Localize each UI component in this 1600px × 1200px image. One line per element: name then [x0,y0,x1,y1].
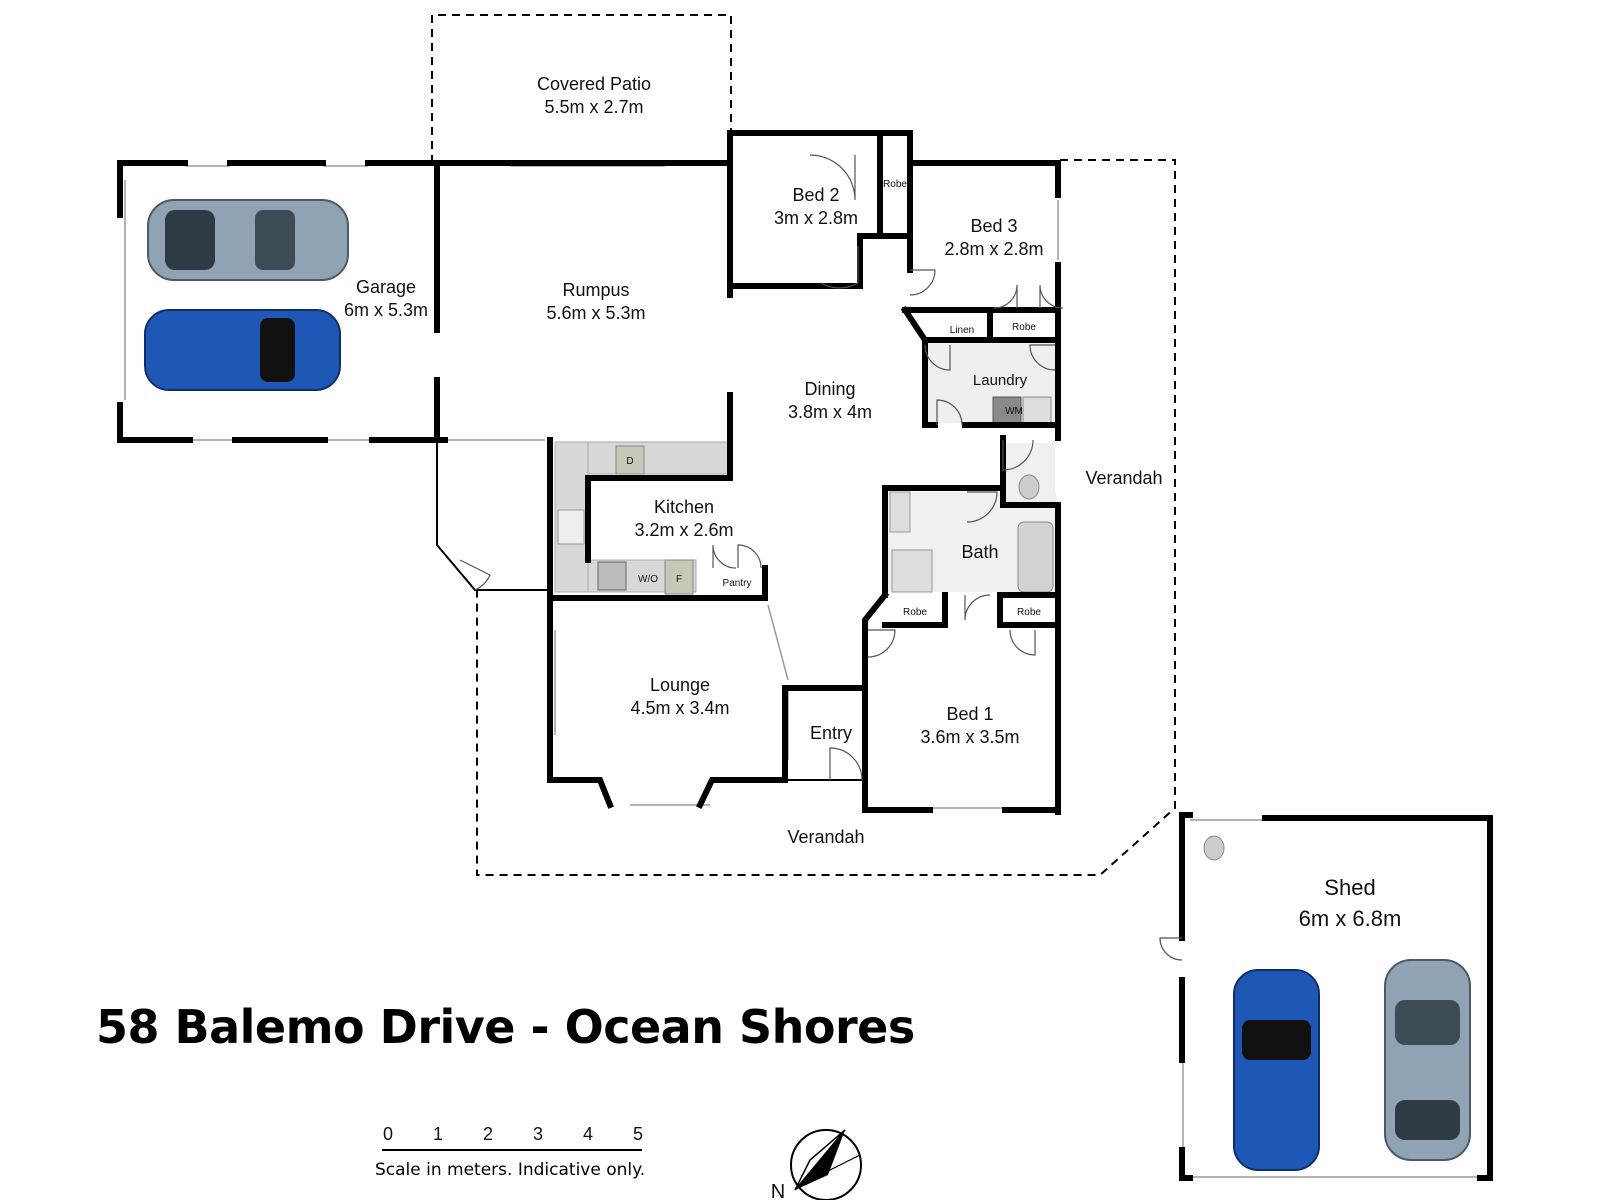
car-garage-blue [144,309,341,391]
robe-label-bed3: Robe [1012,322,1036,333]
verandah-outline [476,159,1176,876]
room-name-garage: Garage [356,277,416,297]
toilet-icon [1018,474,1040,500]
room-dim-rumpus: 5.6m x 5.3m [546,303,645,323]
room-dim-bed2: 3m x 2.8m [774,208,858,228]
fridge-icon [664,559,694,595]
fixture-labels: Robe Linen Robe WM W/O F D Pantry Robe R… [626,179,1041,618]
dishwasher-icon [615,445,645,475]
scale-tick-2: 2 [483,1124,493,1144]
room-dim-dining: 3.8m x 4m [788,402,872,422]
linen-label: Linen [950,325,974,336]
robe-label-bed1-right: Robe [1017,607,1041,618]
room-name-lounge: Lounge [650,675,710,695]
walls [117,130,1493,1181]
room-dim-covered-patio: 5.5m x 2.7m [544,97,643,117]
bathtub-icon [1017,521,1054,593]
room-dim-bed3: 2.8m x 2.8m [944,239,1043,259]
sink-icon [557,509,585,545]
room-name-bath: Bath [961,542,998,562]
room-name-dining: Dining [804,379,855,399]
covered-patio-outline [431,14,732,163]
doors [459,154,1183,961]
room-name-entry: Entry [810,723,852,743]
robe-label-bed1-left: Robe [903,607,927,618]
car-shed-grey [1384,959,1471,1161]
verandah-label-bottom: Verandah [787,827,864,847]
robe-label-bed2: Robe [883,179,907,190]
scale-caption: Scale in meters. Indicative only. [375,1160,646,1180]
scale-tick-3: 3 [533,1124,543,1144]
fridge-label: F [676,574,682,585]
pantry-label: Pantry [723,578,752,589]
laundry-tub-icon [1022,396,1052,424]
room-name-shed: Shed [1324,875,1375,900]
stove-icon [597,561,627,591]
room-name-covered-patio: Covered Patio [537,74,651,94]
room-dim-shed: 6m x 6.8m [1299,906,1402,931]
compass-north-label: N [771,1181,785,1200]
room-dim-garage: 6m x 5.3m [344,300,428,320]
vanity-icon [889,491,911,533]
shed-toilet-icon [1203,835,1225,861]
room-dim-kitchen: 3.2m x 2.6m [634,520,733,540]
wo-label: W/O [638,574,658,585]
room-name-bed1: Bed 1 [946,704,993,724]
wm-label: WM [1005,406,1023,417]
room-dim-bed1: 3.6m x 3.5m [920,727,1019,747]
scale-tick-1: 1 [433,1124,443,1144]
shower-icon [891,549,933,593]
scale-tick-0: 0 [383,1124,393,1144]
car-shed-blue [1233,969,1320,1171]
room-name-bed2: Bed 2 [792,185,839,205]
room-name-kitchen: Kitchen [654,497,714,517]
dishwasher-label: D [626,456,633,467]
scale-tick-5: 5 [633,1124,643,1144]
scale-bar: 0 1 2 3 4 5 [382,1124,643,1151]
room-name-bed3: Bed 3 [970,216,1017,236]
scale-tick-4: 4 [583,1124,593,1144]
room-dim-lounge: 4.5m x 3.4m [630,698,729,718]
page-title: 58 Balemo Drive - Ocean Shores [96,1000,915,1054]
room-name-rumpus: Rumpus [562,280,629,300]
verandah-label-right: Verandah [1085,468,1162,488]
car-garage-grey [147,199,349,281]
compass-icon: N [771,1129,862,1200]
room-name-laundry: Laundry [973,372,1028,389]
